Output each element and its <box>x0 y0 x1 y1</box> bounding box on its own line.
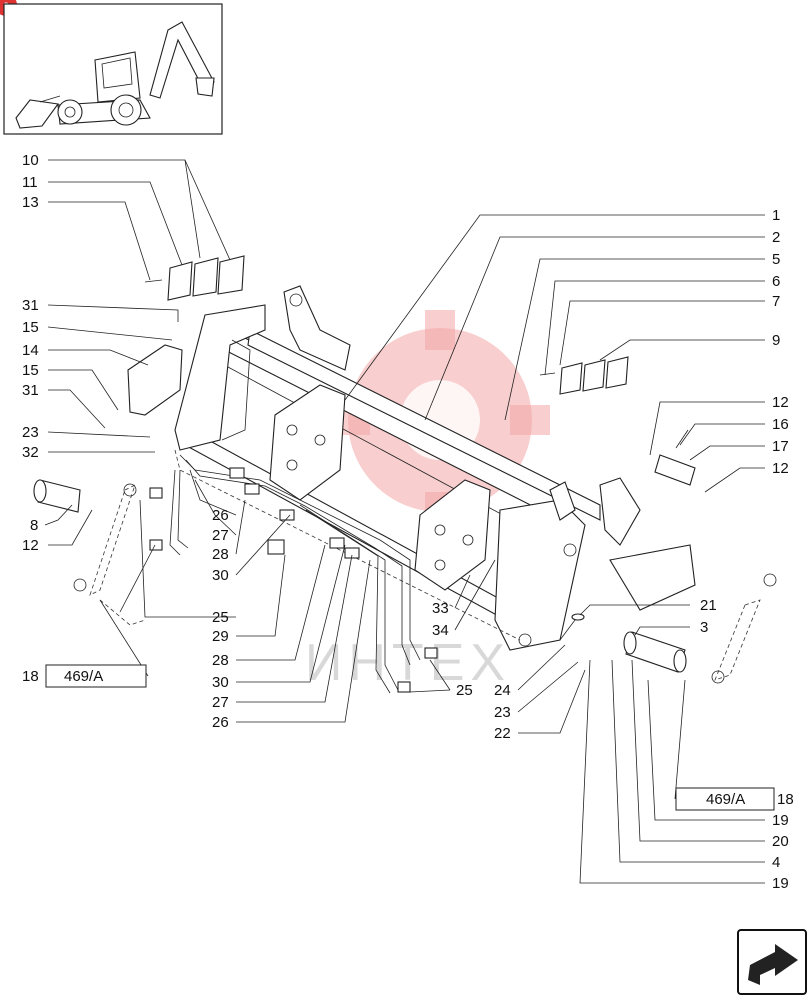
ref-box-left[interactable]: 18 469/A <box>22 664 147 688</box>
callout-33: 33 <box>432 600 449 617</box>
callout-12: 12 <box>772 460 789 477</box>
callout-20: 20 <box>772 833 789 850</box>
callout-31: 31 <box>22 297 39 314</box>
callout-28: 28 <box>212 652 229 669</box>
callout-9: 9 <box>772 332 780 349</box>
callout-16: 16 <box>772 416 789 433</box>
callout-17: 17 <box>772 438 789 455</box>
callout-1: 1 <box>772 207 780 224</box>
callout-27: 27 <box>212 694 229 711</box>
callout-10: 10 <box>22 152 39 169</box>
callout-25: 25 <box>456 682 473 699</box>
hydraulic-pipes <box>149 454 438 694</box>
callout-5: 5 <box>772 251 780 268</box>
callout-34: 34 <box>432 622 449 639</box>
callout-28: 28 <box>212 546 229 563</box>
callout-12: 12 <box>772 394 789 411</box>
callout-26: 26 <box>212 507 229 524</box>
callout-25: 25 <box>212 609 229 626</box>
callout-6: 6 <box>772 273 780 290</box>
callout-12: 12 <box>22 537 39 554</box>
callout-29: 29 <box>212 628 229 645</box>
ref-left-label: 469/A <box>64 668 103 685</box>
ref-box-right[interactable]: 469/A <box>675 787 775 811</box>
callout-30: 30 <box>212 674 229 691</box>
callout-27: 27 <box>212 527 229 544</box>
callout-18: 18 <box>777 791 794 808</box>
callout-31: 31 <box>22 382 39 399</box>
right-cylinder <box>711 573 777 684</box>
callout-2: 2 <box>772 229 780 246</box>
callouts: 10 11 13 31 15 14 15 31 23 32 8 12 1 2 5… <box>22 152 794 892</box>
callout-4: 4 <box>772 854 780 871</box>
callout-15: 15 <box>22 319 39 336</box>
callout-32: 32 <box>22 444 39 461</box>
callout-7: 7 <box>772 293 780 310</box>
callout-21: 21 <box>700 597 717 614</box>
callout-26: 26 <box>212 714 229 731</box>
callout-22: 22 <box>494 725 511 742</box>
next-page-arrow-icon[interactable] <box>737 929 807 995</box>
left-cylinder <box>73 483 146 626</box>
backhoe-loader-thumbnail-icon <box>15 21 215 129</box>
callout-14: 14 <box>22 342 39 359</box>
ref-left-number: 18 <box>22 668 39 685</box>
callout-13: 13 <box>22 194 39 211</box>
callout-23: 23 <box>494 704 511 721</box>
leader-lines <box>44 159 765 884</box>
callout-15: 15 <box>22 362 39 379</box>
ref-right-label: 469/A <box>706 791 745 808</box>
callout-23: 23 <box>22 424 39 441</box>
callout-30: 30 <box>212 567 229 584</box>
callout-19: 19 <box>772 812 789 829</box>
loader-frame <box>174 285 696 651</box>
callout-24: 24 <box>494 682 511 699</box>
machine-thumbnail <box>3 3 223 135</box>
callout-8: 8 <box>30 517 38 534</box>
callout-19: 19 <box>772 875 789 892</box>
callout-3: 3 <box>700 619 708 636</box>
callout-11: 11 <box>22 174 38 191</box>
